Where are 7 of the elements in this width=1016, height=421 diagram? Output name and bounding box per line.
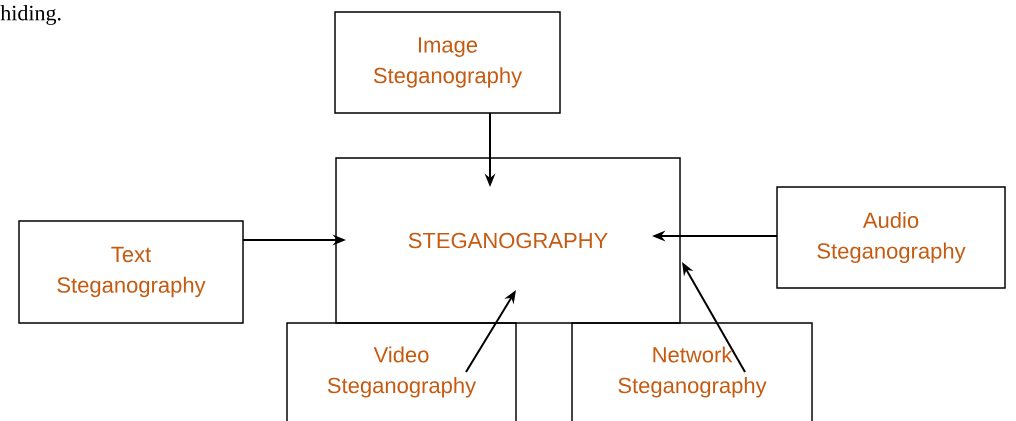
process-box: Image Steganography	[334, 11, 561, 114]
process-box: Video Steganography	[286, 322, 517, 421]
process-box: Network Steganography	[571, 322, 813, 421]
body-text: hiding.	[0, 5, 61, 25]
process-box: Text Steganography	[18, 220, 244, 324]
center-box: STEGANOGRAPHY	[335, 157, 681, 324]
process-box: Audio Steganography	[776, 186, 1006, 289]
